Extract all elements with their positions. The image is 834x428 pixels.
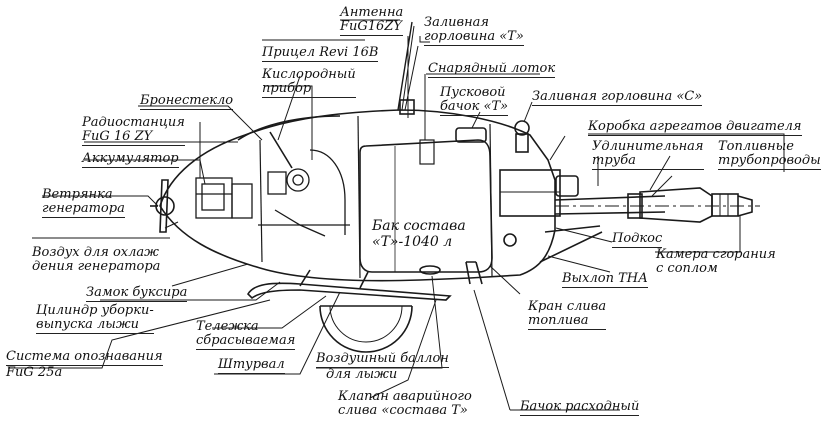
leader-lines	[8, 19, 785, 411]
label-emergency-valve: Клапан аварийного слива «состава Т»	[338, 389, 472, 418]
engine-gearbox	[499, 169, 579, 217]
label-filler-neck-c: Заливная горловина «С»	[532, 89, 703, 106]
extension-pipe	[554, 195, 760, 215]
trolley-wheel	[319, 305, 413, 353]
label-fuel-lines: Топливные трубопроводы	[718, 139, 821, 170]
label-service-tank: Бачок расходный	[520, 399, 640, 416]
label-iff: Система опознавания FuG 25a	[6, 349, 163, 380]
radio-and-battery	[195, 177, 253, 219]
label-tank-t: Бак состава «Т»-1040 л	[372, 218, 466, 250]
label-battery: Аккумулятор	[82, 151, 179, 168]
label-strut: Подкос	[612, 231, 663, 248]
cockpit-equipment	[258, 149, 350, 237]
combustion-chamber	[627, 187, 753, 223]
filler-neck-c	[514, 120, 530, 153]
label-radio: Радиостанция FuG 16 ZY	[82, 115, 185, 146]
tna-exhaust	[465, 233, 517, 285]
label-filler-neck-t: Заливная горловина «Т»	[424, 15, 524, 46]
label-extension-pipe: Удлинительная труба	[592, 139, 704, 170]
label-tow-lock: Замок буксира	[86, 285, 188, 302]
label-tna-exhaust: Выхлоп ТНА	[562, 271, 648, 288]
label-ammo-tray: Снарядный лоток	[428, 61, 556, 78]
fuselage-outline	[159, 109, 556, 282]
windmill-propeller	[150, 179, 175, 233]
air-bottle	[419, 265, 441, 275]
label-drain-cock: Кран слива топлива	[528, 299, 607, 330]
label-sight: Прицел Revi 16B	[262, 45, 379, 62]
label-oxygen: Кислородный прибор	[262, 67, 356, 98]
label-trolley: Тележка сбрасываемая	[196, 319, 296, 350]
label-ski-cylinder: Цилиндр уборки- выпуска лыжи	[36, 303, 154, 334]
landing-ski	[246, 269, 452, 301]
tank-t	[359, 139, 493, 273]
label-yoke: Штурвал	[218, 357, 285, 374]
label-start-tank: Пусковой бачок «Т»	[440, 85, 509, 116]
label-air-bottle: Воздушный баллон для лыжи	[316, 351, 449, 382]
start-tank	[455, 127, 487, 143]
label-combustion-chamber: Камера сгорания с соплом	[656, 247, 776, 276]
label-windmill: Ветрянка генератора	[42, 187, 125, 218]
label-gearbox: Коробка агрегатов двигателя	[588, 119, 802, 136]
label-cooling-air: Воздух для охлаж дения генератора	[32, 245, 161, 274]
label-antenna: Антенна FuG16ZY	[340, 5, 404, 36]
label-armored-glass: Бронестекло	[140, 93, 234, 110]
